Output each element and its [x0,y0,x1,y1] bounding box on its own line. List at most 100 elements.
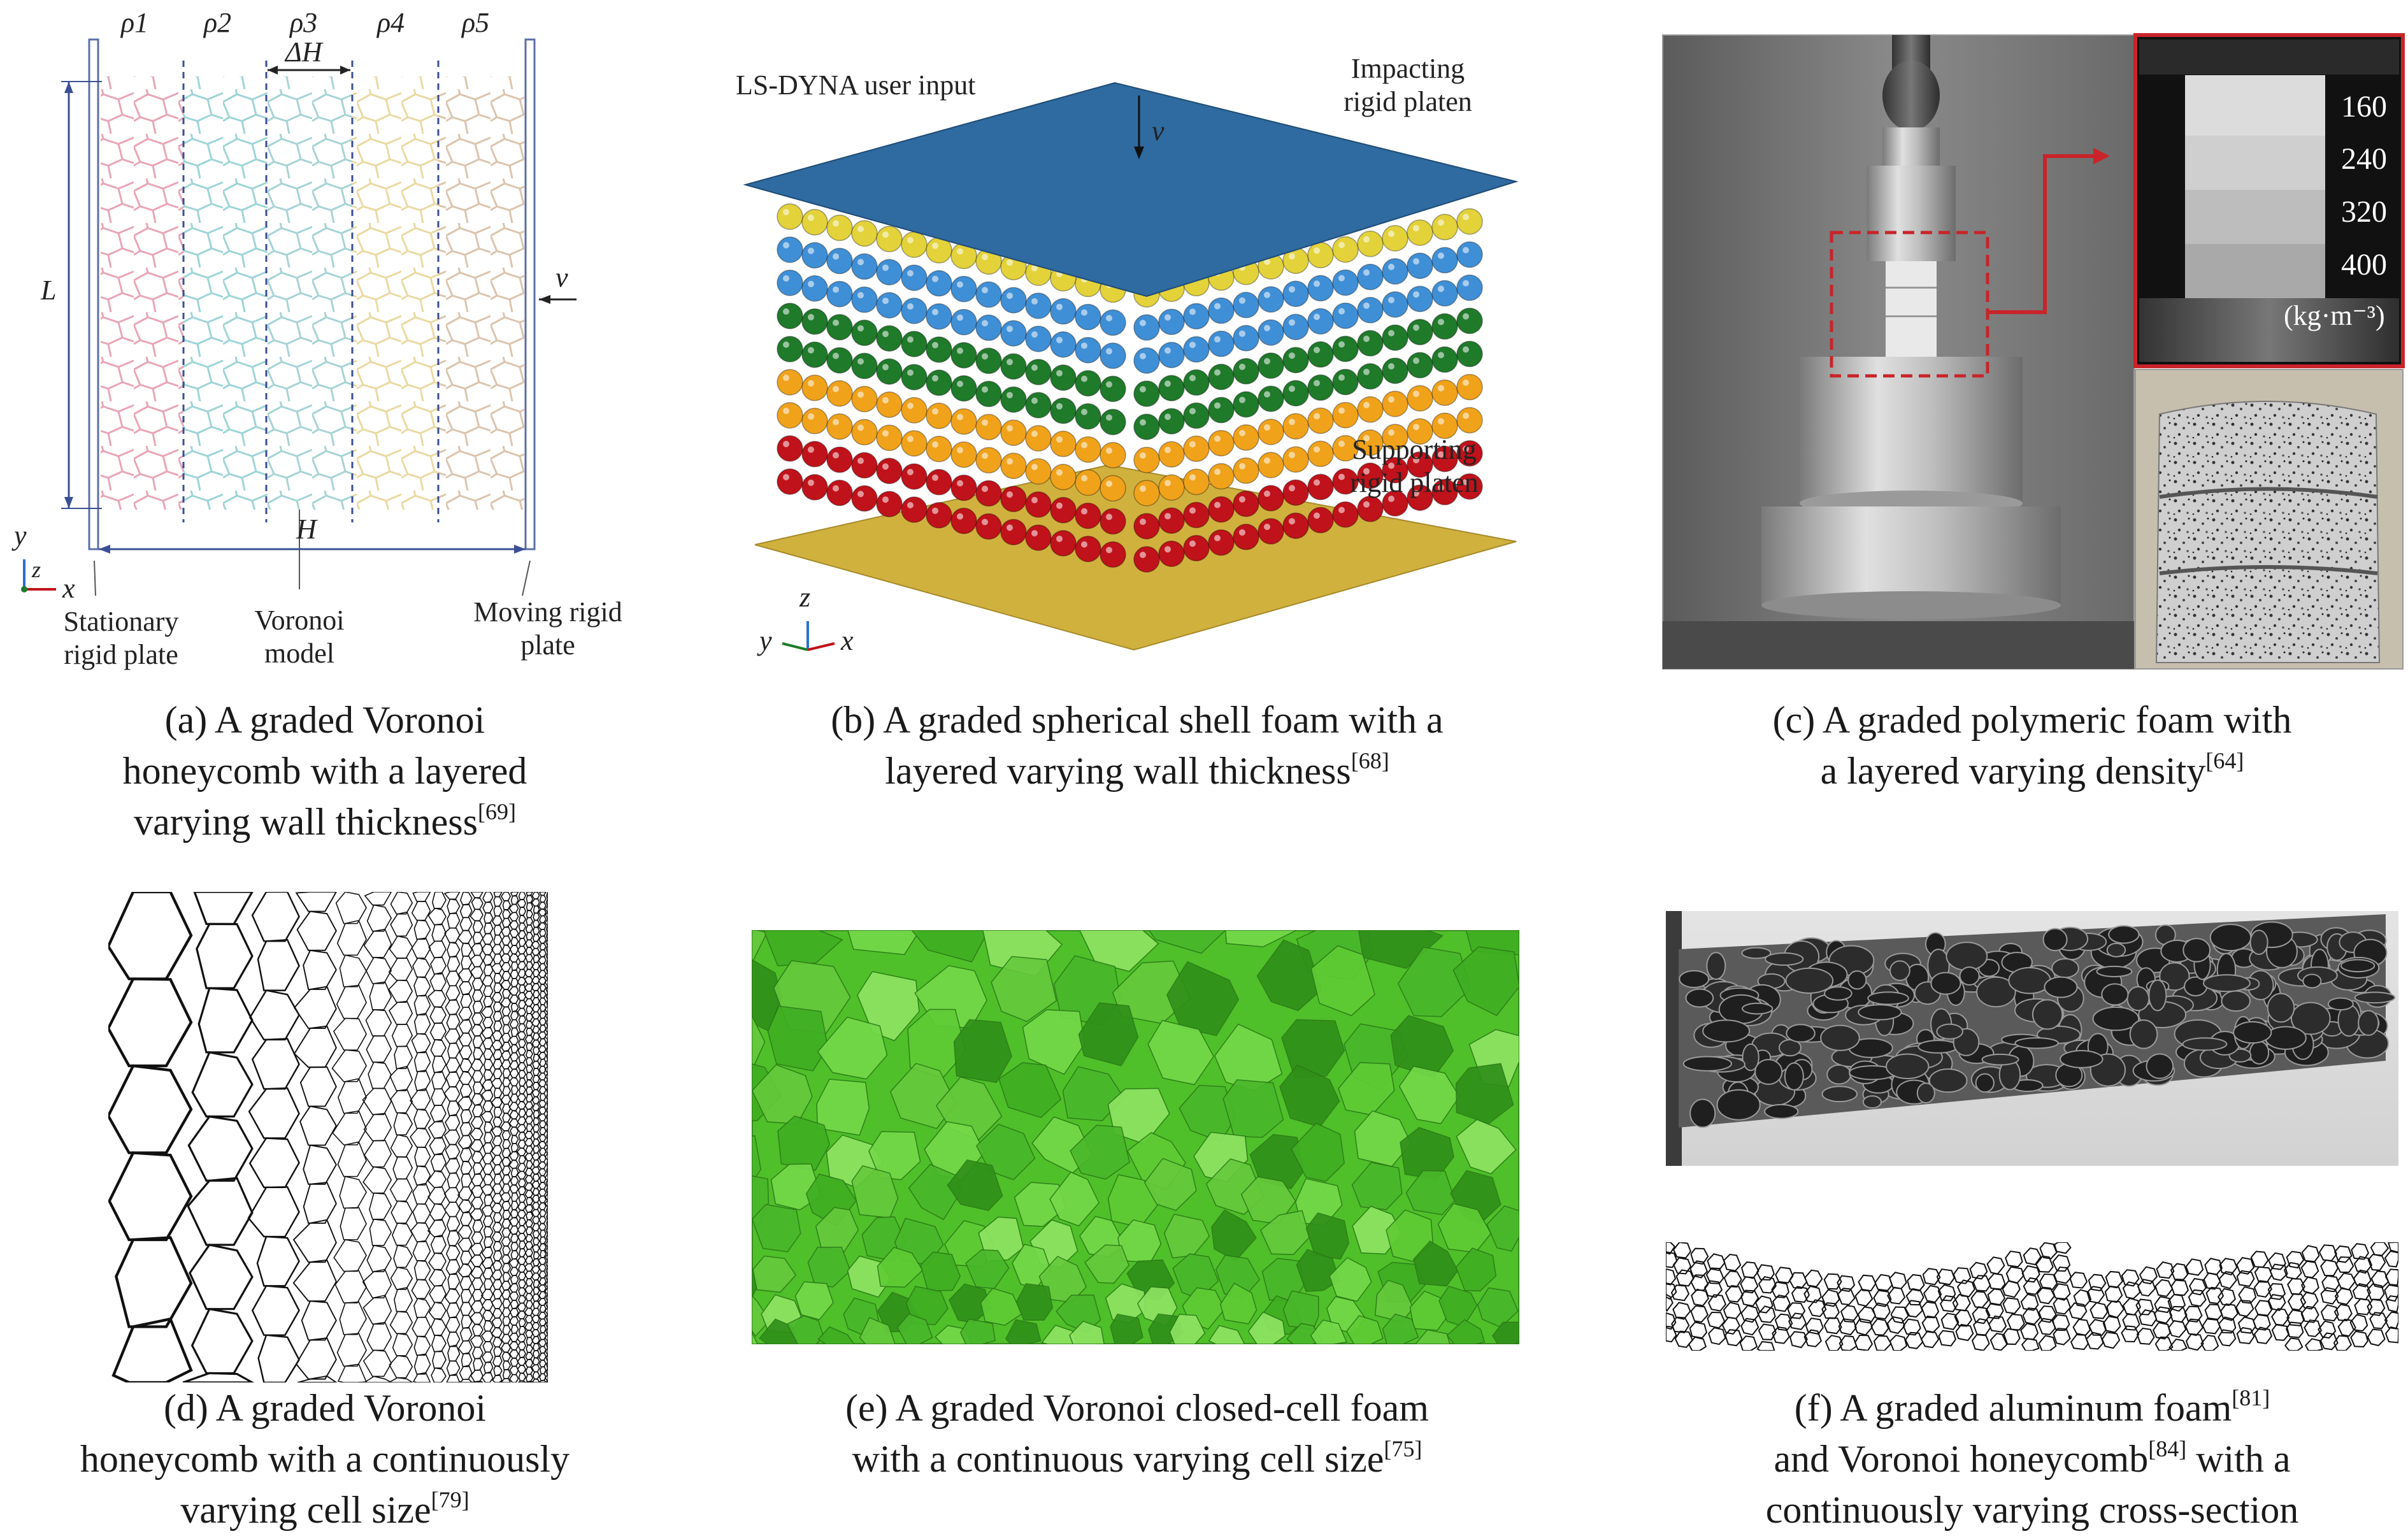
panel-c: 160 240 320 400 (kg·m⁻³) (c) A graded po… [1656,0,2408,854]
foam-pore [2358,1010,2379,1037]
voronoi-cell [483,1069,494,1081]
voronoi-cell [501,1333,512,1344]
honeycomb-cell [1874,1274,1893,1291]
foam-cell [1281,1019,1345,1079]
foam-pore [2182,938,2211,963]
voronoi-cell [509,1365,519,1375]
voronoi-cell [525,1167,534,1176]
foam-cell [1405,1170,1456,1216]
foam-pore [2108,925,2140,944]
voronoi-cell [510,1357,519,1367]
voronoi-cell [539,1346,547,1354]
honeycomb-cell [2038,1335,2057,1351]
voronoi-cell [545,1079,548,1087]
voronoi-cell [501,1200,512,1211]
shell-sphere [1050,298,1077,325]
shell-sphere [1233,524,1259,550]
voronoi-cell [539,1093,547,1101]
voronoi-cell [546,958,548,966]
shell-sphere [1233,424,1259,451]
foam-cell [1452,946,1519,1016]
voronoi-cell [492,1240,503,1252]
shell-sphere [1050,530,1077,557]
voronoi-cell [501,1042,512,1052]
honeycomb-cell [1666,1312,1677,1330]
density-unit: (kg·m⁻³) [2284,300,2385,331]
honeycomb-cell [1904,1300,1923,1318]
foam-pore [1862,1095,1882,1109]
polymeric-foam-photo [1662,33,2405,670]
shell-sphere [1407,252,1433,279]
voronoi-cell [501,1351,512,1362]
honeycomb-cell [2137,1279,2156,1297]
foam-cell [857,971,920,1042]
voronoi-cell [519,1240,527,1250]
voronoi-cell [518,1108,527,1118]
voronoi-cell [544,1065,548,1073]
voronoi-cell [470,892,484,898]
shell-sphere [1233,391,1259,418]
voronoi-cell [546,998,548,1007]
voronoi-cell [510,1209,519,1219]
shell-sphere [1233,292,1259,319]
foam-cell [953,1019,1012,1083]
honeycomb-cell [1666,1268,1677,1286]
voronoi-cell [532,1293,540,1302]
foam-cell [752,1135,762,1184]
voronoi-cell [492,1307,503,1319]
voronoi-cell [540,1324,547,1333]
honeycomb-cell [1771,1281,1790,1298]
shell-sphere [1100,309,1126,336]
voronoi-cell [458,1032,473,1047]
voronoi-cell [394,1045,413,1070]
panel-d: (d) A graded Voronoi honeycomb with a co… [0,886,701,1536]
honeycomb-cell [1970,1291,1989,1309]
honeycomb-cell [2217,1288,2236,1306]
voronoi-cell [501,1050,512,1061]
shell-sphere [1332,368,1359,396]
voronoi-cell [481,1245,494,1259]
caption-e: (e) A graded Voronoi closed-cell foam wi… [845,1387,1429,1480]
voronoi-cell [510,1010,519,1021]
voronoi-cell [538,1223,547,1231]
voronoi-cell [538,1352,547,1361]
voronoi-cell [508,1332,519,1342]
voronoi-cell [526,1226,534,1235]
shell-sphere [851,352,878,380]
shell-sphere [1258,518,1284,545]
foam-pore [1889,960,1910,981]
voronoi-cell [447,1272,461,1289]
voronoi-cell [517,1139,527,1149]
honeycomb-cell [2184,1305,2203,1323]
honeycomb-cell [2254,1266,2273,1283]
voronoi-cell [471,1323,484,1337]
voronoi-cell [539,963,547,972]
voronoi-cell [393,1112,413,1136]
voronoi-cell [501,1183,512,1194]
voronoi-cell [491,1298,503,1309]
impacting-platen [743,82,1519,298]
voronoi-cell [518,1263,527,1273]
voronoi-cell [501,970,512,981]
shell-sphere [1075,502,1101,529]
voronoi-cell [492,1193,503,1204]
voronoi-cell [517,953,527,963]
voronoi-cell [517,1202,527,1211]
voronoi-cell [526,1196,534,1206]
voronoi-cell [518,1349,527,1358]
shell-sphere [851,419,878,446]
graded-voronoi-layered-figure [21,38,577,596]
voronoi-cell [303,1181,337,1224]
voronoi-cell [502,1307,512,1317]
voronoi-cell [519,906,527,916]
voronoi-cell [539,1010,547,1019]
voronoi-cell [518,1372,527,1382]
honeycomb-cell [2002,1280,2021,1298]
voronoi-cell [457,1135,473,1149]
foam-pore [2106,942,2126,958]
voronoi-cell [471,1346,484,1360]
voronoi-cell [538,1291,547,1300]
voronoi-cell [471,1151,484,1163]
voronoi-cell [545,1354,548,1362]
voronoi-cell [472,1035,484,1049]
